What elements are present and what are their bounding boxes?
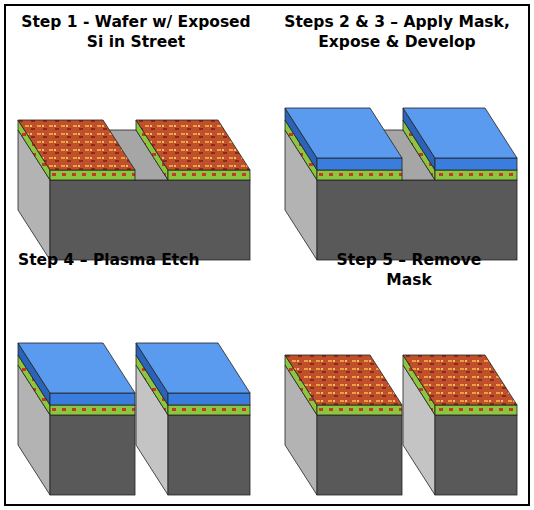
step-title: Steps 2 & 3 – Apply Mask, Expose & Devel… (268, 12, 526, 52)
device-layer (317, 170, 402, 180)
die-surface (403, 355, 517, 405)
mask-layer (168, 393, 250, 405)
mask-layer (285, 108, 402, 158)
wafer-step1 (18, 120, 250, 260)
device-layer (168, 405, 250, 415)
silicon-front (435, 415, 517, 495)
die-surface (18, 120, 135, 170)
device-layer (435, 170, 517, 180)
mask-layer (435, 158, 517, 170)
silicon-front (168, 415, 250, 495)
mask-layer (403, 108, 517, 158)
device-layer (435, 405, 517, 415)
device-layer (168, 170, 250, 180)
silicon-front (50, 415, 135, 495)
step-title: Step 1 - Wafer w/ Exposed Si in Street (14, 12, 258, 52)
die-surface (136, 120, 250, 170)
silicon-front (50, 180, 250, 260)
silicon-front (317, 180, 517, 260)
mask-layer (18, 343, 135, 393)
mask-layer (50, 393, 135, 405)
device-layer (50, 170, 135, 180)
step-title: Step 5 – Remove Mask (318, 250, 500, 290)
wafer-step2-3 (285, 108, 517, 260)
step-title: Step 4 – Plasma Etch (18, 250, 258, 270)
device-layer (317, 405, 402, 415)
silicon-front (317, 415, 402, 495)
device-layer (50, 405, 135, 415)
wafer-step4 (18, 343, 250, 495)
mask-layer (317, 158, 402, 170)
die-surface (285, 355, 402, 405)
mask-layer (136, 343, 250, 393)
wafer-step5 (285, 355, 517, 495)
